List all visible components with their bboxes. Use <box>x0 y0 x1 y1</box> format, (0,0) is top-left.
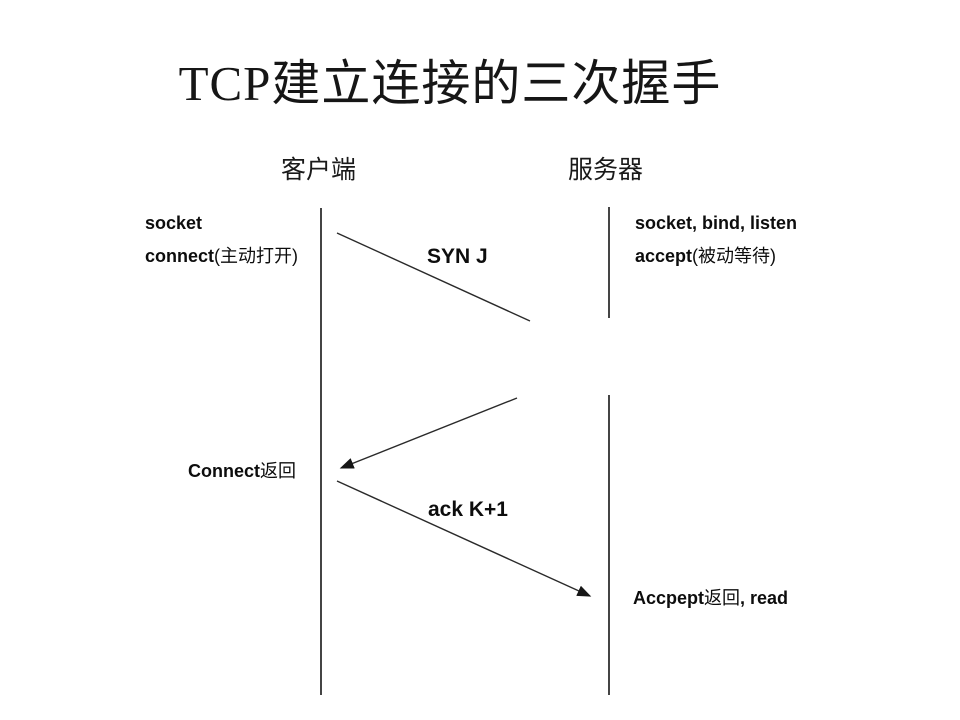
server-accept-return-suffix: , read <box>740 588 789 608</box>
server-socket-bind-listen-label: socket, bind, listen <box>635 213 798 234</box>
client-connect-return-label: Connect返回 <box>188 461 296 482</box>
ack-message-label: ack K+1 <box>428 498 508 521</box>
synack-message-arrow <box>339 397 518 469</box>
server-accept-label: accept(被动等待) <box>635 246 777 267</box>
server-accept-return-zh: 返回 <box>704 588 741 608</box>
ack-message-arrow <box>336 480 592 597</box>
server-accept-zh: (被动等待) <box>692 246 777 266</box>
client-connect-return-en: Connect <box>188 461 260 481</box>
server-accept-return-label: Accpept返回, read <box>633 588 789 609</box>
client-connect-label: connect(主动打开) <box>145 246 299 267</box>
server-socket-bind-listen-text: socket, bind, listen <box>635 213 798 233</box>
client-connect-zh: (主动打开) <box>214 246 299 266</box>
server-accept-en: accept <box>635 246 693 266</box>
syn-message-label: SYN J <box>427 245 488 268</box>
client-socket-text: socket <box>145 213 203 233</box>
actor-label-client: 客户端 <box>281 157 357 184</box>
client-socket-label: socket <box>145 213 203 234</box>
server-accept-return-en: Accpept <box>633 588 705 608</box>
syn-message-line <box>336 232 531 322</box>
slide-title: TCP建立连接的三次握手 <box>178 56 722 111</box>
client-connect-return-zh: 返回 <box>260 461 296 481</box>
actor-label-server: 服务器 <box>568 157 644 184</box>
client-connect-en: connect <box>145 246 215 266</box>
